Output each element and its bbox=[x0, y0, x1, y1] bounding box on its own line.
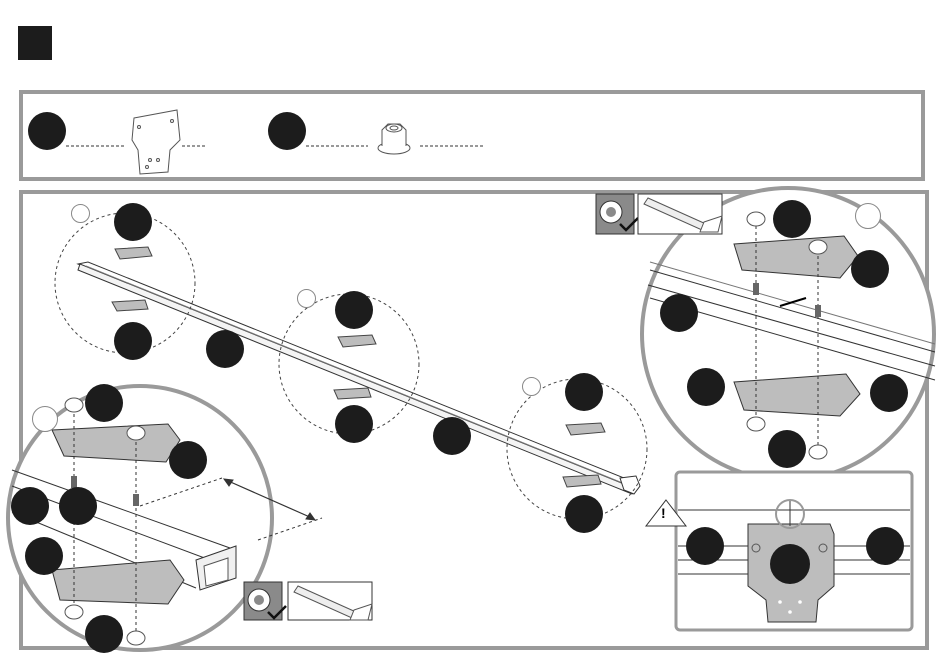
tool-box-bottom bbox=[244, 582, 372, 620]
callout bbox=[85, 384, 123, 422]
callout bbox=[85, 615, 123, 653]
callout bbox=[773, 200, 811, 238]
callout bbox=[335, 405, 373, 443]
callout bbox=[770, 544, 810, 584]
callout bbox=[768, 430, 806, 468]
callout bbox=[169, 441, 207, 479]
sequence-marker bbox=[855, 203, 881, 229]
sequence-marker bbox=[71, 204, 90, 223]
callout bbox=[660, 294, 698, 332]
sequence-marker bbox=[297, 289, 316, 308]
callout bbox=[870, 374, 908, 412]
callout bbox=[433, 417, 471, 455]
callout bbox=[851, 250, 889, 288]
flange-nut-icon bbox=[378, 124, 410, 154]
callout bbox=[11, 487, 49, 525]
callout bbox=[686, 527, 724, 565]
callout bbox=[565, 373, 603, 411]
warning-icon: ! bbox=[661, 505, 666, 521]
callout bbox=[114, 203, 152, 241]
callout bbox=[59, 487, 97, 525]
callout bbox=[687, 368, 725, 406]
sequence-marker bbox=[32, 406, 58, 432]
mounting-plate-icon bbox=[132, 110, 180, 174]
callout bbox=[114, 322, 152, 360]
sequence-marker bbox=[522, 377, 541, 396]
callout bbox=[866, 527, 904, 565]
callout bbox=[206, 330, 244, 368]
callout bbox=[565, 495, 603, 533]
callout bbox=[25, 537, 63, 575]
callout bbox=[335, 291, 373, 329]
tool-box-top bbox=[596, 194, 722, 234]
